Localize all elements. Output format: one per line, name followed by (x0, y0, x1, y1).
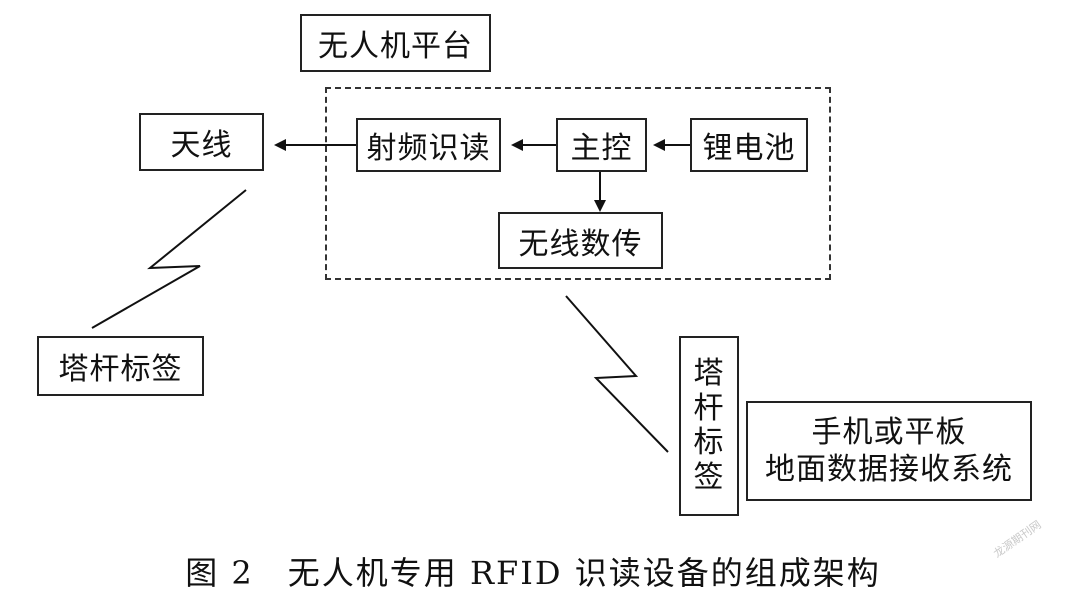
antenna-text: 天线 (170, 128, 233, 163)
tower-tag-right-box: 塔 杆 标 签 (679, 336, 739, 516)
rf-reader-text: 射频识读 (366, 131, 491, 166)
uav-platform-boundary (325, 87, 831, 280)
wireless-tx-text: 无线数传 (518, 226, 643, 262)
antenna-box: 天线 (139, 113, 264, 171)
battery-text: 锂电池 (702, 131, 796, 166)
receiver-line2: 地面数据接收系统 (765, 452, 1013, 487)
tower-tag-right-vertical: 塔 杆 标 签 (693, 356, 725, 495)
tower-tag-left-text: 塔杆标签 (58, 352, 183, 387)
tower-tag-char: 塔 (693, 356, 725, 391)
uav-platform-text: 无人机平台 (318, 29, 473, 64)
wireless-tx-box: 无线数传 (498, 212, 663, 269)
main-control-box: 主控 (556, 118, 647, 172)
tower-tag-char: 签 (693, 459, 725, 495)
wireless-link-left (91, 189, 247, 329)
tower-tag-char: 标 (693, 425, 725, 460)
figure-caption: 图 2 无人机专用 RFID 识读设备的组成架构 (185, 554, 881, 592)
wireless-link-right (565, 295, 669, 453)
tower-tag-char: 杆 (693, 390, 725, 426)
rf-reader-box: 射频识读 (356, 118, 501, 172)
tower-tag-left-box: 塔杆标签 (37, 336, 204, 396)
battery-box: 锂电池 (690, 118, 808, 172)
main-control-text: 主控 (570, 131, 633, 166)
uav-platform-label: 无人机平台 (300, 14, 491, 72)
receiver-line1: 手机或平板 (811, 414, 967, 450)
ground-receiver-box: 手机或平板 地面数据接收系统 (746, 401, 1032, 501)
